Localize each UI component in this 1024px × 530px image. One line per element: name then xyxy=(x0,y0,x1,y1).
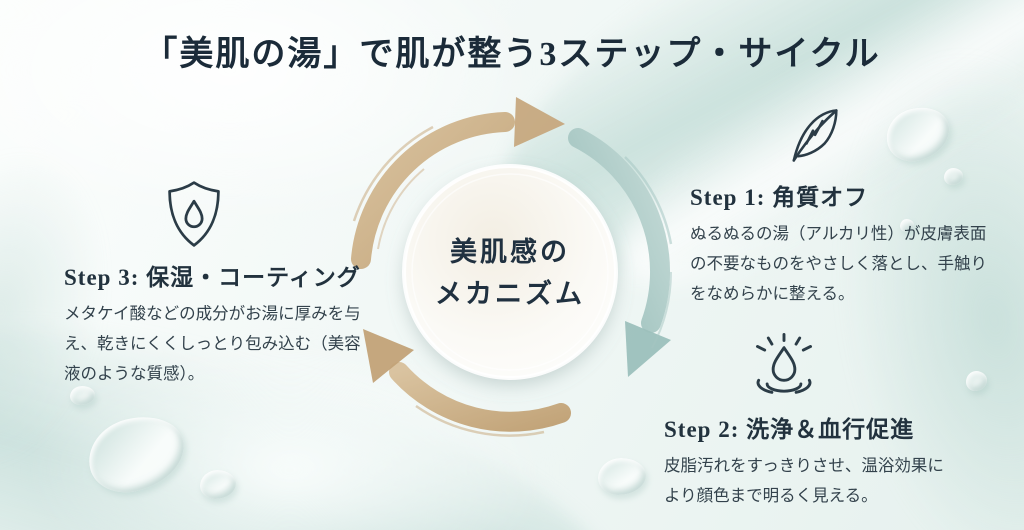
step-3-heading: Step 3: 保湿・コーティング xyxy=(64,265,361,290)
shield-drop-icon xyxy=(156,178,232,250)
water-droplet xyxy=(598,458,646,495)
step-3-block: Step 3: 保湿・コーティング メタケイ酸などの成分がお湯に厚みを与え、乾き… xyxy=(64,178,364,389)
feather-icon xyxy=(772,98,856,170)
page-title: 「美肌の湯」で肌が整う3ステップ・サイクル xyxy=(143,36,881,73)
cycle-center-circle xyxy=(404,166,616,378)
cycle-diagram xyxy=(351,97,673,437)
step-2-heading: Step 2: 洗浄＆血行促進 xyxy=(664,417,915,442)
cycle-center-line2: メカニズム xyxy=(435,278,585,309)
cycle-center-ring xyxy=(402,164,618,380)
step-1-body: ぬるぬるの湯（アルカリ性）が皮膚表面の不要なものをやさしく落とし、手触りをなめら… xyxy=(690,225,987,304)
cycle-arrow-bottom xyxy=(363,329,571,437)
water-droplet xyxy=(200,470,236,499)
step-2-block: Step 2: 洗浄＆血行促進 皮脂汚れをすっきりさせ、温浴効果により顔色まで明… xyxy=(664,330,959,511)
step-1-heading: Step 1: 角質オフ xyxy=(690,185,869,210)
cycle-arrow-top xyxy=(351,97,565,269)
cycle-arrow-right xyxy=(568,128,673,377)
step-1-block: Step 1: 角質オフ ぬるぬるの湯（アルカリ性）が皮膚表面の不要なものをやさ… xyxy=(690,98,990,309)
cycle-center-line1: 美肌感の xyxy=(450,237,570,267)
step-3-body: メタケイ酸などの成分がお湯に厚みを与え、乾きにくくしっとり包み込む（美容液のよう… xyxy=(64,305,361,384)
water-droplet xyxy=(966,371,987,391)
drop-ripple-icon xyxy=(734,330,834,402)
cycle-center-label: 美肌感の メカニズム xyxy=(395,232,625,316)
water-droplet xyxy=(80,407,193,501)
cycle-center-ring-inner xyxy=(411,173,609,371)
step-2-body: 皮脂汚れをすっきりさせ、温浴効果により顔色まで明るく見える。 xyxy=(664,457,944,506)
